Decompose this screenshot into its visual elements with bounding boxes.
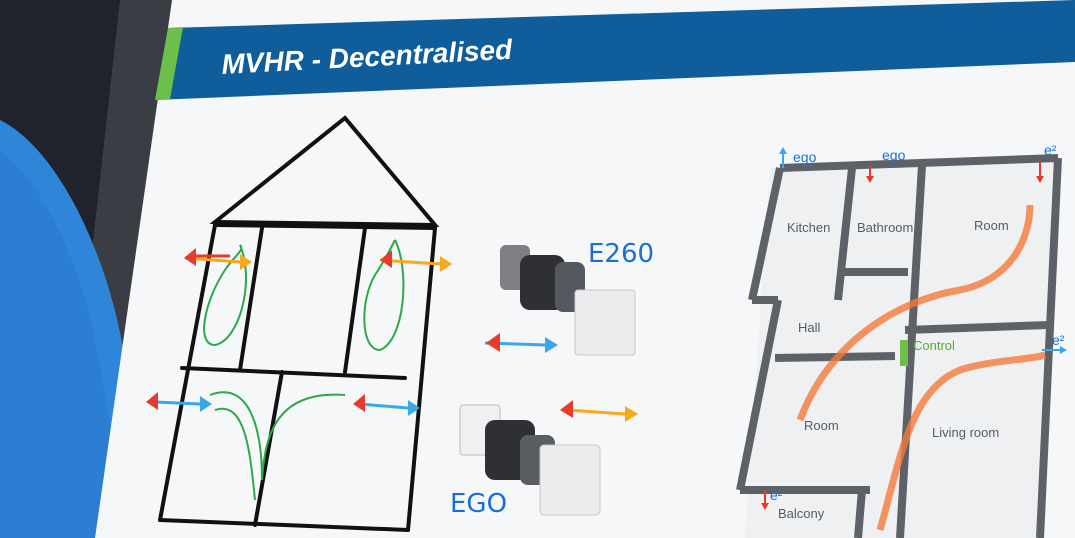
device-tag-ego-1: ego	[793, 149, 817, 165]
floor-plan-arrows	[761, 147, 1067, 510]
product-e260: E260	[484, 239, 654, 356]
product-ego-label: EGO	[450, 489, 507, 519]
floor-plan: Kitchen Bathroom Room Hall Control Room …	[736, 142, 1067, 538]
slide-header	[155, 0, 1075, 100]
arrow-pair-2	[379, 250, 452, 272]
room-bottom: Room	[804, 418, 839, 433]
control-indicator	[900, 340, 908, 366]
room-hall: Hall	[798, 320, 821, 335]
device-tag-e2-1: e²	[1044, 142, 1057, 158]
room-bathroom: Bathroom	[857, 220, 913, 235]
product-e260-label: E260	[588, 239, 654, 269]
device-tag-ego-2: ego	[882, 147, 906, 163]
house-arrows	[146, 248, 452, 416]
house-drawing	[158, 115, 440, 532]
header-accent	[155, 27, 183, 100]
airflow-path-2	[876, 351, 1047, 531]
arrow-pair-3	[146, 392, 212, 412]
room-living: Living room	[932, 425, 999, 440]
device-tag-e2-3: e²	[770, 487, 783, 503]
product-ego: EGO	[450, 400, 638, 519]
arrow-pair-4	[353, 394, 420, 416]
arrow-pair-1	[184, 248, 252, 270]
device-tag-e2-2: e²	[1052, 332, 1065, 348]
room-top: Room	[974, 218, 1009, 233]
airflow-path-1	[796, 204, 1034, 422]
room-balcony: Balcony	[778, 506, 825, 521]
control-label: Control	[913, 338, 955, 353]
room-kitchen: Kitchen	[787, 220, 830, 235]
